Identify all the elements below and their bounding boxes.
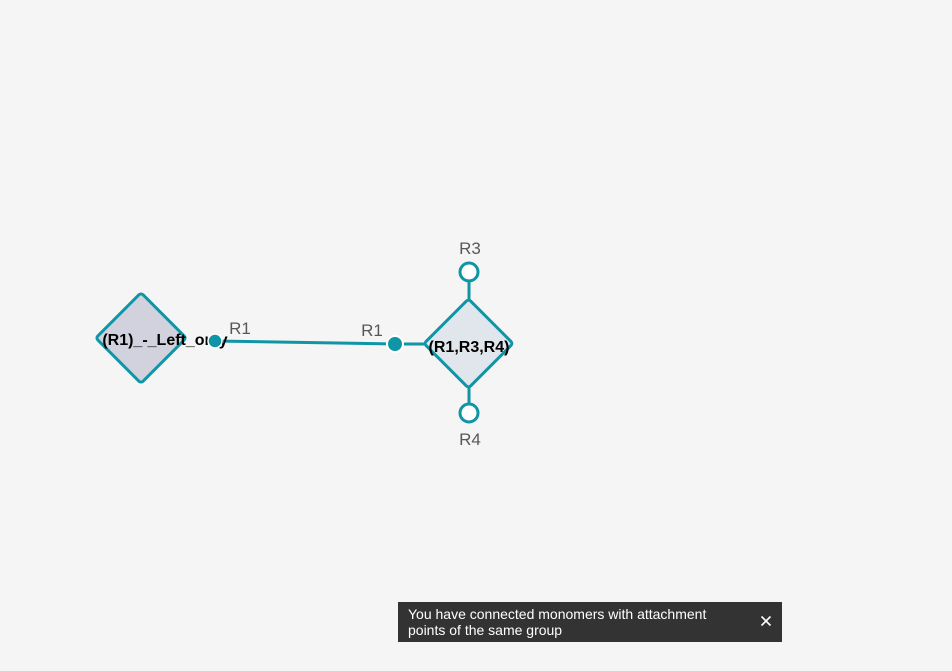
notification-message: You have connected monomers with attachm… [408,606,707,638]
monomer-left-only-label: (R1)_-_Left_only [102,332,227,349]
attachment-r3[interactable] [458,261,480,283]
attachment-r1-right-monomer-label: R1 [361,321,383,340]
attachment-r3-label: R3 [459,239,481,258]
attachment-r1-left-monomer[interactable] [207,333,223,349]
monomer-left-only-shape[interactable] [95,292,187,384]
notification-toast: You have connected monomers with attachm… [398,602,782,642]
monomer-r1-r3-r4-label: (R1,R3,R4) [429,339,510,356]
bond-line[interactable] [214,339,396,346]
monomer-left-only[interactable]: (R1)_-_Left_only [95,292,228,384]
attachment-r1-right-monomer[interactable] [386,335,404,353]
attachment-r4-label: R4 [459,430,481,449]
monomer-r1-r3-r4[interactable]: (R1,R3,R4) [423,281,514,404]
attachment-r4[interactable] [458,402,480,424]
monomer-r1-r3-r4-shape[interactable] [423,298,514,389]
close-icon[interactable] [758,613,774,629]
attachment-r1-left-monomer-label: R1 [229,319,251,338]
